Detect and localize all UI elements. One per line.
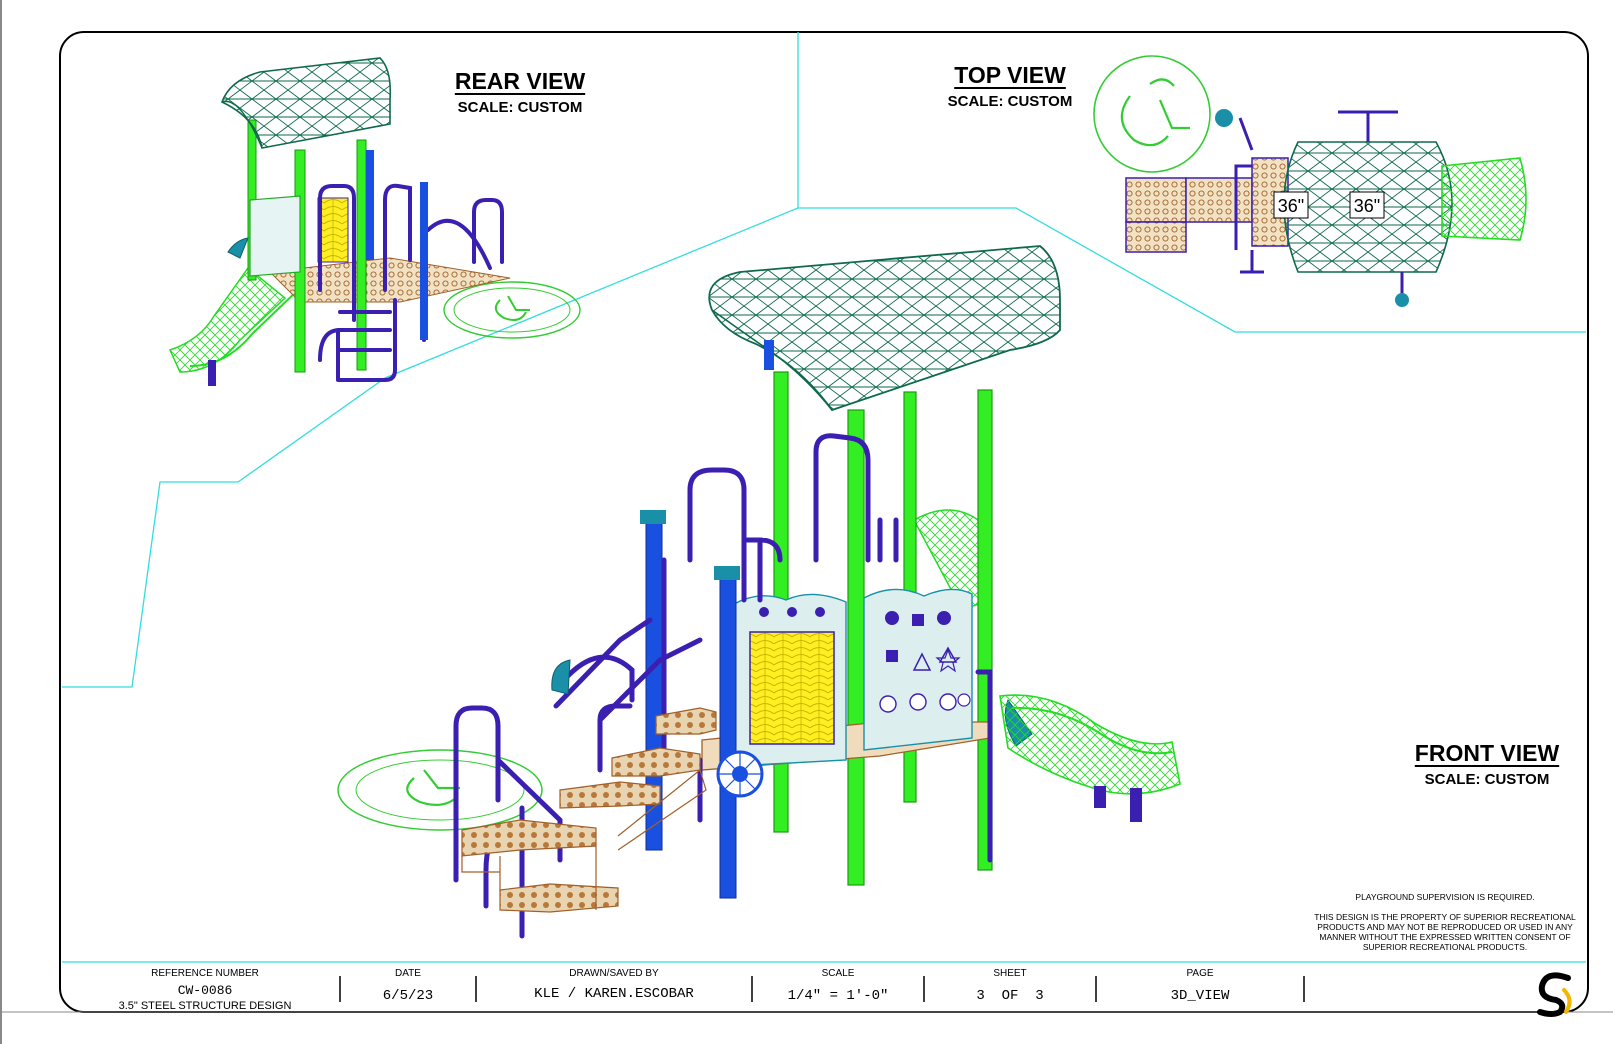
reference-label: REFERENCE NUMBER <box>151 968 259 979</box>
accessibility-symbol-icon <box>337 749 543 831</box>
dimension-36-right: 36" <box>1354 196 1380 216</box>
rear-view-heading: REAR VIEW <box>454 68 586 94</box>
rear-slide <box>168 261 300 386</box>
reference-description: 3.5" STEEL STRUCTURE DESIGN <box>118 1000 292 1012</box>
page-label: PAGE <box>1186 968 1214 979</box>
date-value: 6/5/23 <box>382 988 434 1004</box>
page-value: 3D_VIEW <box>1170 988 1230 1004</box>
property-note: THIS DESIGN IS THE PROPERTY OF SUPERIOR … <box>1314 912 1576 952</box>
activity-panel-right <box>863 588 973 751</box>
top-view-drawing: 36" 36" <box>1093 55 1527 307</box>
scale-label: SCALE <box>821 968 855 979</box>
dimension-tag: 36" <box>1349 191 1385 219</box>
dimension-36-left: 36" <box>1278 196 1304 216</box>
sheet-label: SHEET <box>993 968 1027 979</box>
date-cell: DATE 6/5/23 <box>340 0 476 1044</box>
page-cell: PAGE 3D_VIEW <box>1096 0 1304 1044</box>
scale-value: 1/4" = 1'-0" <box>787 988 889 1004</box>
front-view-drawing <box>337 245 1181 939</box>
drawn-label: DRAWN/SAVED BY <box>569 968 659 979</box>
accessibility-symbol-icon <box>1093 55 1211 173</box>
accessibility-symbol-icon <box>443 281 581 339</box>
top-view-heading: TOP VIEW <box>954 62 1066 88</box>
drawn-value: KLE / KAREN.ESCOBAR <box>534 986 694 1002</box>
front-view-title: FRONT VIEW SCALE: CUSTOM <box>1402 740 1572 788</box>
company-logo-icon <box>1537 972 1572 1017</box>
front-steps <box>461 707 717 913</box>
dimension-tag: 36" <box>1273 191 1309 219</box>
rear-view-title: REAR VIEW SCALE: CUSTOM <box>440 68 600 116</box>
supervision-note: PLAYGROUND SUPERVISION IS REQUIRED. <box>1355 892 1535 902</box>
rear-view-drawing <box>168 57 581 386</box>
activity-panel-left <box>733 593 847 767</box>
drawing-notes: PLAYGROUND SUPERVISION IS REQUIRED. THIS… <box>1310 892 1580 952</box>
front-view-heading: FRONT VIEW <box>1414 740 1560 766</box>
view-borders <box>62 32 1586 963</box>
reference-cell: REFERENCE NUMBER CW-0086 3.5" STEEL STRU… <box>90 0 320 1044</box>
reference-number: CW-0086 <box>177 983 233 998</box>
rear-view-scale: SCALE: CUSTOM <box>457 99 583 116</box>
drawn-cell: DRAWN/SAVED BY KLE / KAREN.ESCOBAR <box>476 0 752 1044</box>
sheet-cell: SHEET 3 OF 3 <box>924 0 1096 1044</box>
title-block-frame <box>339 976 1305 1002</box>
top-view-title: TOP VIEW SCALE: CUSTOM <box>930 62 1090 110</box>
scale-cell: SCALE 1/4" = 1'-0" <box>752 0 924 1044</box>
steering-wheel-icon <box>716 750 764 798</box>
sheet-value: 3 OF 3 <box>976 988 1044 1004</box>
front-view-scale: SCALE: CUSTOM <box>1424 771 1550 788</box>
date-label: DATE <box>395 968 421 979</box>
top-view-scale: SCALE: CUSTOM <box>947 93 1073 110</box>
